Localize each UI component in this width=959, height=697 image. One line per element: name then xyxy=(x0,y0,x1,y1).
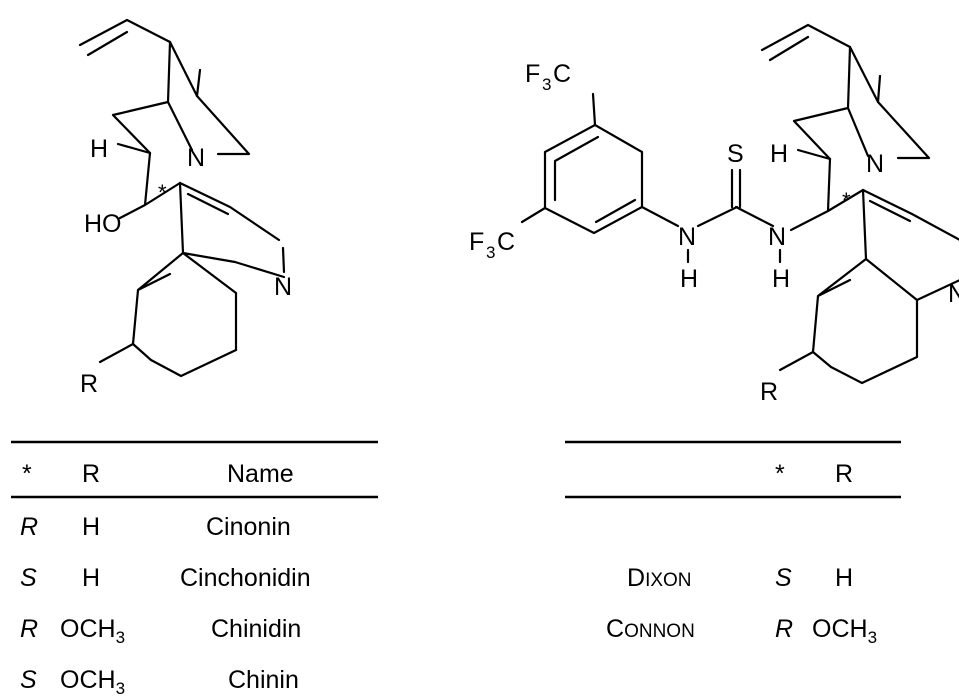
left-n-bridge-label: N xyxy=(187,144,205,172)
right-header-r: R xyxy=(835,460,853,488)
left-header-r: R xyxy=(82,460,100,488)
right-header-config: * xyxy=(775,460,785,488)
right-table: * R DIXON S H CONNON R OCH3 xyxy=(565,440,901,647)
right-vinyl-bonds xyxy=(760,23,852,62)
right-s-label: S xyxy=(727,140,744,168)
row-r: H xyxy=(82,513,100,541)
right-nh-left-h: H xyxy=(680,265,698,293)
row-r: OCH3 xyxy=(60,666,125,697)
row-name: Cinchonidin xyxy=(180,564,311,592)
row-config: R xyxy=(20,615,38,643)
right-cf3-top-f: F xyxy=(525,60,540,88)
right-stereo-star: * xyxy=(842,188,851,213)
left-n-ring-label: N xyxy=(274,273,292,301)
left-header-name: Name xyxy=(227,460,294,488)
right-quinoline-bonds xyxy=(811,188,959,385)
row-r: OCH3 xyxy=(812,615,877,647)
left-stereo-star: * xyxy=(158,180,167,205)
right-cf3-bottom-c: C xyxy=(497,228,515,256)
left-header-config: * xyxy=(22,460,32,488)
left-h-label: H xyxy=(90,135,108,163)
row-name: Chinidin xyxy=(211,615,301,643)
right-nh-right-h: H xyxy=(772,265,790,293)
right-r-label: R xyxy=(760,378,778,406)
right-h-label: H xyxy=(770,140,788,168)
right-n-bridge-label: N xyxy=(866,150,884,178)
row-name: Cinonin xyxy=(206,513,291,541)
row-name: Chinin xyxy=(228,666,299,694)
row-r: H xyxy=(82,564,100,592)
right-nh-right-n: N xyxy=(768,223,786,251)
left-vinyl-bonds xyxy=(78,18,172,57)
right-chain-bonds xyxy=(789,148,865,232)
left-chain-bonds xyxy=(116,142,182,220)
left-molecule: H N * HO N R xyxy=(78,18,292,398)
right-cf3-bottom-sub: 3 xyxy=(486,243,495,262)
left-r-label: R xyxy=(80,370,98,398)
table-row: S OCH3 Chinin xyxy=(20,666,299,697)
row-config: R xyxy=(775,615,793,643)
left-ho-label: HO xyxy=(84,210,122,238)
row-config: R xyxy=(20,513,38,541)
right-thiourea-bonds xyxy=(640,168,775,228)
table-row: DIXON S H xyxy=(627,564,853,592)
table-row: S H Cinchonidin xyxy=(20,564,311,592)
left-r-bond xyxy=(98,342,135,364)
row-config: S xyxy=(20,666,37,694)
right-molecule: F 3 C F 3 C S N H N H H N * N R xyxy=(469,23,959,406)
right-nh-left-n: N xyxy=(678,223,696,251)
right-aryl-bonds xyxy=(520,92,644,235)
row-config: S xyxy=(20,564,37,592)
left-quinoline-bonds xyxy=(131,181,286,378)
right-n-ring-label: N xyxy=(948,280,959,308)
right-cf3-top-c: C xyxy=(553,60,571,88)
left-table: * R Name R H Cinonin S H Cinchonidin R O… xyxy=(11,440,378,697)
table-row: CONNON R OCH3 xyxy=(606,615,877,647)
right-cf3-top-sub: 3 xyxy=(542,75,551,94)
row-r: OCH3 xyxy=(60,615,125,647)
table-row: R H Cinonin xyxy=(20,513,291,541)
row-name: DIXON xyxy=(627,564,692,592)
table-row: R OCH3 Chinidin xyxy=(20,615,301,647)
right-quinuclidine-bonds xyxy=(792,45,931,161)
row-config: S xyxy=(775,564,792,592)
row-r: H xyxy=(835,564,853,592)
left-quinuclidine-bonds xyxy=(111,40,251,156)
right-cf3-bottom-f: F xyxy=(469,228,484,256)
right-r-bond xyxy=(778,350,815,372)
row-name: CONNON xyxy=(606,615,695,643)
